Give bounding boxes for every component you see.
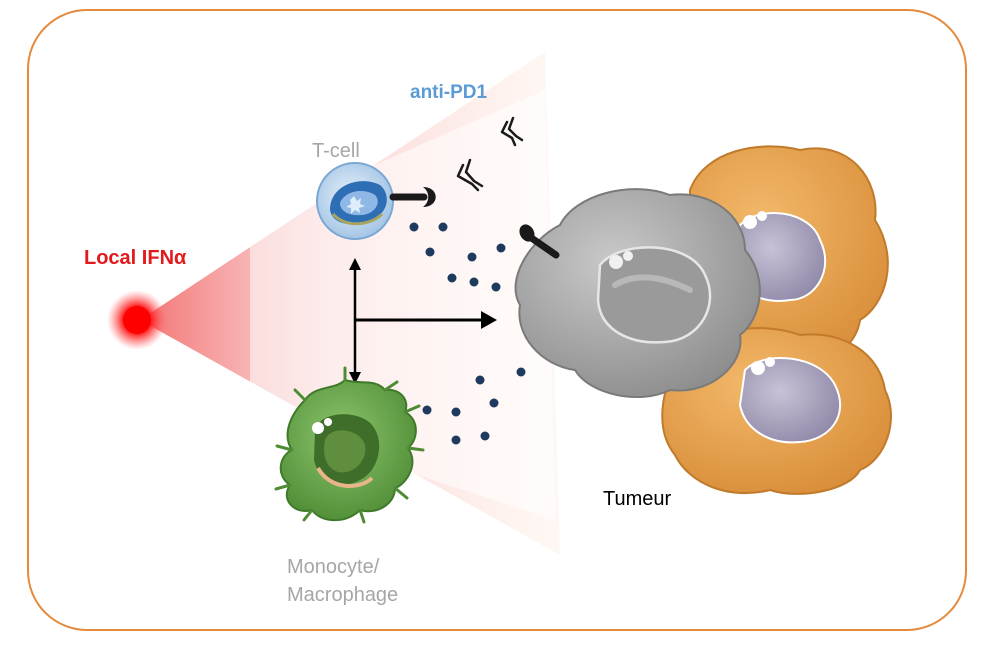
anti-pd1-label: anti-PD1 <box>410 82 488 103</box>
interaction-arrows <box>349 258 497 384</box>
ifn-source-icon <box>107 290 167 350</box>
ifn-label: Local IFNα <box>84 247 187 269</box>
antibody-icon <box>500 116 524 147</box>
diagram-frame <box>27 9 967 631</box>
tcell-label: T-cell <box>312 140 360 162</box>
monocyte-macrophage <box>274 366 425 524</box>
cytokine-dots <box>409 222 526 445</box>
antibody-icon <box>456 158 484 192</box>
tumor-cluster <box>514 145 892 495</box>
pdl1-ligand-icon <box>519 224 560 259</box>
tcell <box>316 162 436 240</box>
monocyte-label-line1: Monocyte/ <box>287 556 380 578</box>
tumeur-label: Tumeur <box>603 488 672 510</box>
pd1-receptor-icon <box>389 187 436 207</box>
monocyte-label-line2: Macrophage <box>287 584 399 606</box>
monocyte-label: Monocyte/ Macrophage <box>287 553 398 609</box>
